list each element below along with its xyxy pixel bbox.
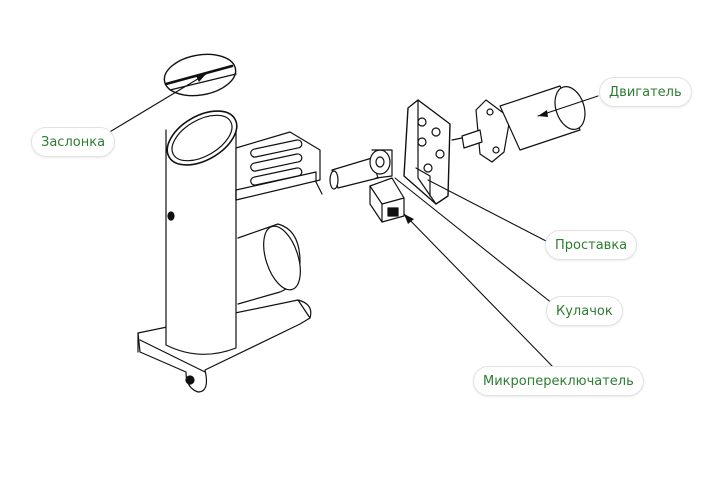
label-spacer: Проставка [545, 230, 638, 260]
leader-motor [537, 95, 599, 117]
flap-disc [163, 53, 237, 97]
slotted-bracket [235, 131, 323, 201]
leader-lines [102, 73, 599, 369]
label-cam: Кулачок [546, 296, 623, 326]
spacer-plate [403, 99, 451, 205]
side-tube [237, 223, 301, 305]
leader-spacer [427, 179, 549, 243]
label-microswitch: Микропереключатель [473, 366, 644, 396]
motor-part [451, 85, 586, 163]
leader-cam [394, 177, 554, 305]
cam-part [329, 149, 393, 190]
leader-microswitch [403, 213, 555, 369]
leader-flap [102, 73, 207, 137]
microswitch-part [369, 177, 405, 223]
label-flap: Заслонка [31, 127, 116, 157]
label-motor: Двигатель [599, 77, 692, 107]
main-tube [165, 110, 238, 355]
